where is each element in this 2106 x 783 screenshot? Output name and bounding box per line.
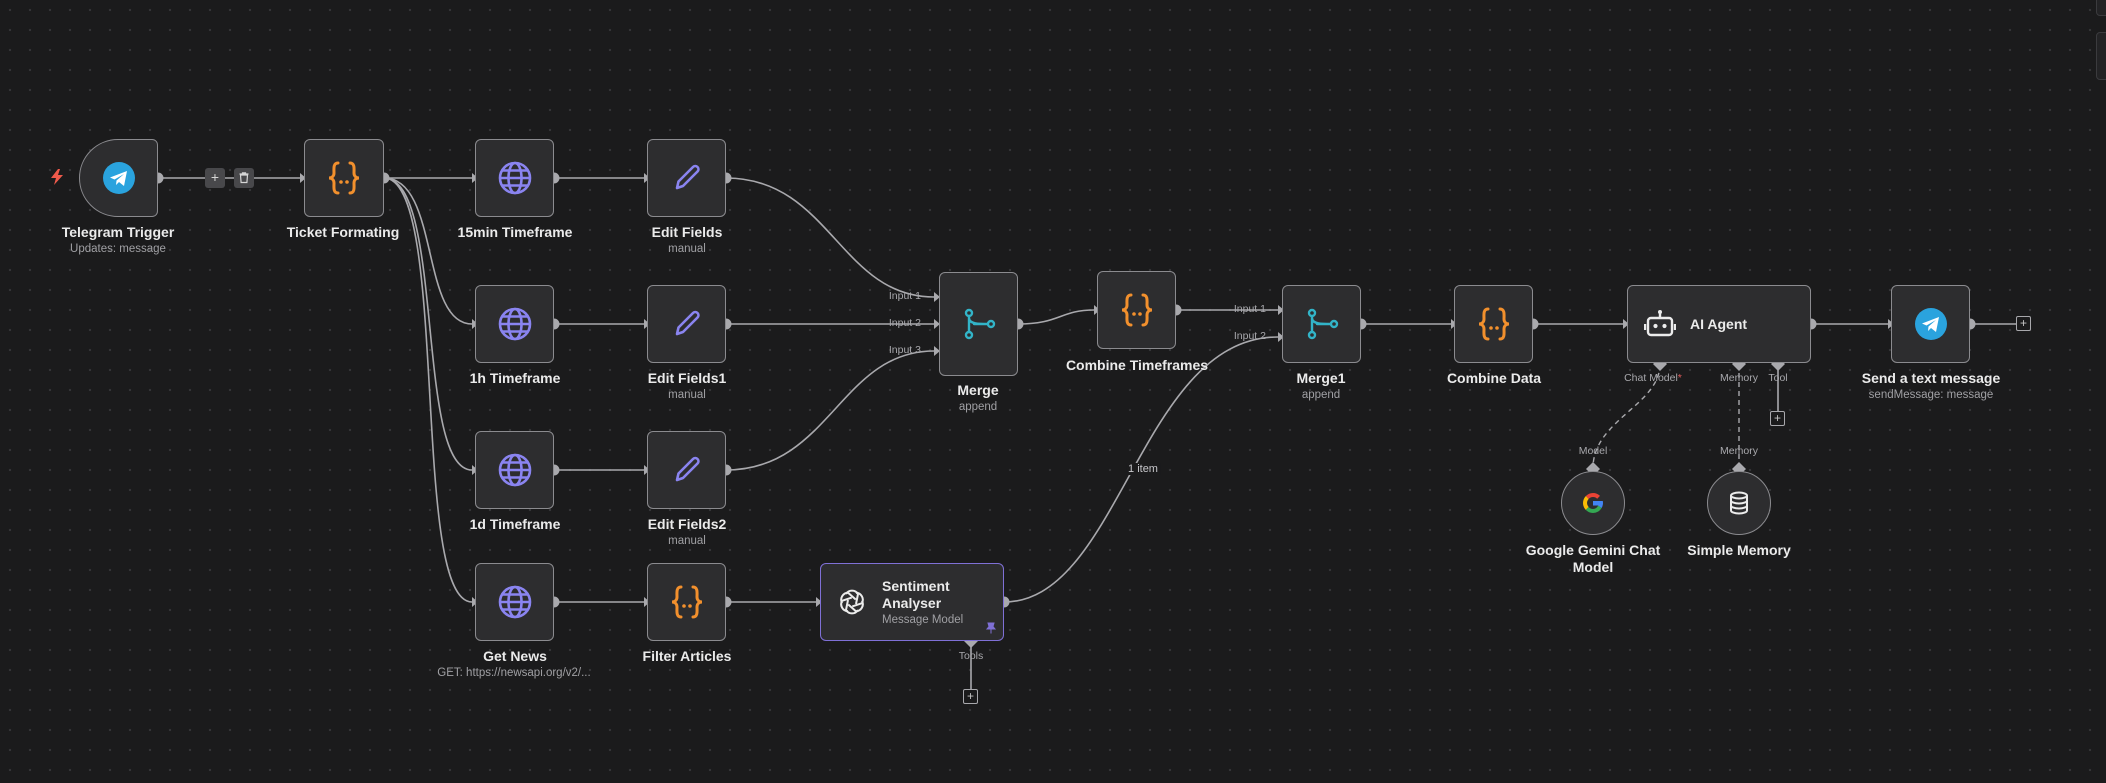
node-ticket-formating[interactable] (304, 139, 384, 217)
node-title: Edit Fields (651, 224, 723, 240)
port-label-tool: Tool (1768, 372, 1788, 384)
wire-merge-to-combine-tf (1017, 309, 1095, 325)
pencil-icon (675, 164, 700, 190)
node-title: 1d Timeframe (469, 516, 561, 532)
globe-icon (498, 453, 531, 487)
node-subtitle: Message Model (882, 614, 964, 626)
node-subtitle: manual (668, 243, 706, 255)
node-title: Simple Memory (1687, 542, 1791, 558)
node-ai-agent[interactable]: AI Agent (1627, 285, 1811, 363)
node-edit-fields1[interactable] (647, 285, 726, 363)
node-title: 15min Timeframe (457, 224, 573, 240)
node-title: Filter Articles (642, 648, 732, 664)
node-title: Get News (483, 648, 547, 664)
wire-gemini-model (1592, 363, 1661, 469)
node-title: Edit Fields1 (647, 370, 727, 386)
node-title: AI Agent (1690, 316, 1748, 332)
google-icon (1583, 493, 1603, 513)
node-merge[interactable] (939, 272, 1018, 376)
add-next-node-button[interactable]: + (2016, 316, 2031, 331)
globe-icon (498, 307, 531, 341)
corner-side-panel[interactable] (2096, 32, 2106, 80)
node-combine-data[interactable] (1454, 285, 1533, 363)
node-title: Merge (957, 382, 999, 398)
corner-panel-toggle[interactable] (2096, 0, 2106, 16)
required-asterisk: * (1677, 372, 1682, 384)
wire-ticket-to-1h (383, 177, 473, 325)
node-title: Sentiment Analyser (882, 578, 950, 611)
node-google-gemini[interactable] (1561, 471, 1625, 535)
pencil-icon (675, 456, 700, 482)
wire-ticket-to-1d (383, 177, 473, 471)
node-sentiment-analyser[interactable]: Sentiment Analyser Message Model (820, 563, 1004, 641)
openai-icon (840, 589, 864, 615)
telegram-icon (1914, 308, 1947, 340)
add-tool-button[interactable]: + (963, 689, 978, 704)
node-filter-articles[interactable] (647, 563, 726, 641)
port-label-memory-sub: Memory (1720, 445, 1758, 457)
robot-icon (1644, 310, 1676, 337)
node-simple-memory[interactable] (1707, 471, 1771, 535)
node-title: Combine Timeframes (1065, 357, 1209, 373)
node-subtitle: sendMessage: message (1868, 389, 1994, 401)
pin-icon[interactable] (985, 622, 997, 634)
node-title: Telegram Trigger (61, 224, 175, 240)
node-1h-timeframe[interactable] (475, 285, 554, 363)
port-label-input1: Input 1 (1233, 303, 1266, 315)
pencil-icon (675, 310, 700, 336)
node-subtitle: manual (668, 389, 706, 401)
node-edit-fields[interactable] (647, 139, 726, 217)
node-title: Combine Data (1446, 370, 1542, 386)
port-label-memory: Memory (1720, 372, 1758, 384)
database-icon (1730, 491, 1748, 515)
wire-edit2-to-merge-in3 (725, 350, 935, 471)
node-title: Edit Fields2 (647, 516, 727, 532)
port-label-model: Model (1578, 445, 1608, 457)
code-braces-icon (328, 161, 360, 195)
port-label-input1: Input 1 (888, 290, 921, 302)
node-subtitle: manual (668, 535, 706, 547)
node-subtitle: GET: https://newsapi.org/v2/... (437, 667, 591, 679)
merge-icon (964, 308, 995, 340)
add-agent-tool-button[interactable]: + (1770, 411, 1785, 426)
node-title: 1h Timeframe (469, 370, 561, 386)
port-label-tools: Tools (958, 650, 984, 662)
node-edit-fields2[interactable] (647, 431, 726, 509)
port-label-input3: Input 3 (888, 344, 921, 356)
edge-item-count-label: 1 item (1126, 463, 1160, 475)
delete-connection-button[interactable] (234, 168, 254, 188)
port-label-chat-model-text: Chat Model (1624, 372, 1678, 384)
merge-icon (1307, 308, 1338, 340)
node-combine-timeframes[interactable] (1097, 271, 1176, 349)
port-label-input2: Input 2 (1233, 330, 1266, 342)
node-subtitle: Updates: message (70, 243, 166, 255)
trigger-bolt-icon (51, 169, 63, 185)
node-subtitle: append (1301, 389, 1341, 401)
add-node-button[interactable]: + (205, 168, 225, 188)
globe-icon (498, 161, 531, 195)
globe-icon (498, 585, 531, 619)
node-title: Ticket Formating (286, 224, 400, 240)
telegram-icon (102, 162, 135, 194)
wire-ticket-to-news (383, 177, 473, 603)
node-15min-timeframe[interactable] (475, 139, 554, 217)
node-telegram-trigger[interactable] (79, 139, 158, 217)
node-title: Send a text message (1861, 370, 2001, 386)
port-label-input2: Input 2 (888, 317, 921, 329)
trash-icon (239, 172, 249, 184)
node-subtitle: append (958, 401, 998, 413)
node-send-text-message[interactable] (1891, 285, 1970, 363)
node-merge1[interactable] (1282, 285, 1361, 363)
node-1d-timeframe[interactable] (475, 431, 554, 509)
node-title: Google Gemini Chat Model (1525, 542, 1661, 575)
code-braces-icon (1478, 307, 1509, 341)
code-braces-icon (1121, 293, 1152, 327)
node-get-news[interactable] (475, 563, 554, 641)
port-label-chat-model: Chat Model* (1624, 372, 1682, 384)
node-title: Merge1 (1296, 370, 1346, 386)
wire-edit-to-merge-in1 (725, 177, 935, 298)
code-braces-icon (671, 585, 702, 619)
